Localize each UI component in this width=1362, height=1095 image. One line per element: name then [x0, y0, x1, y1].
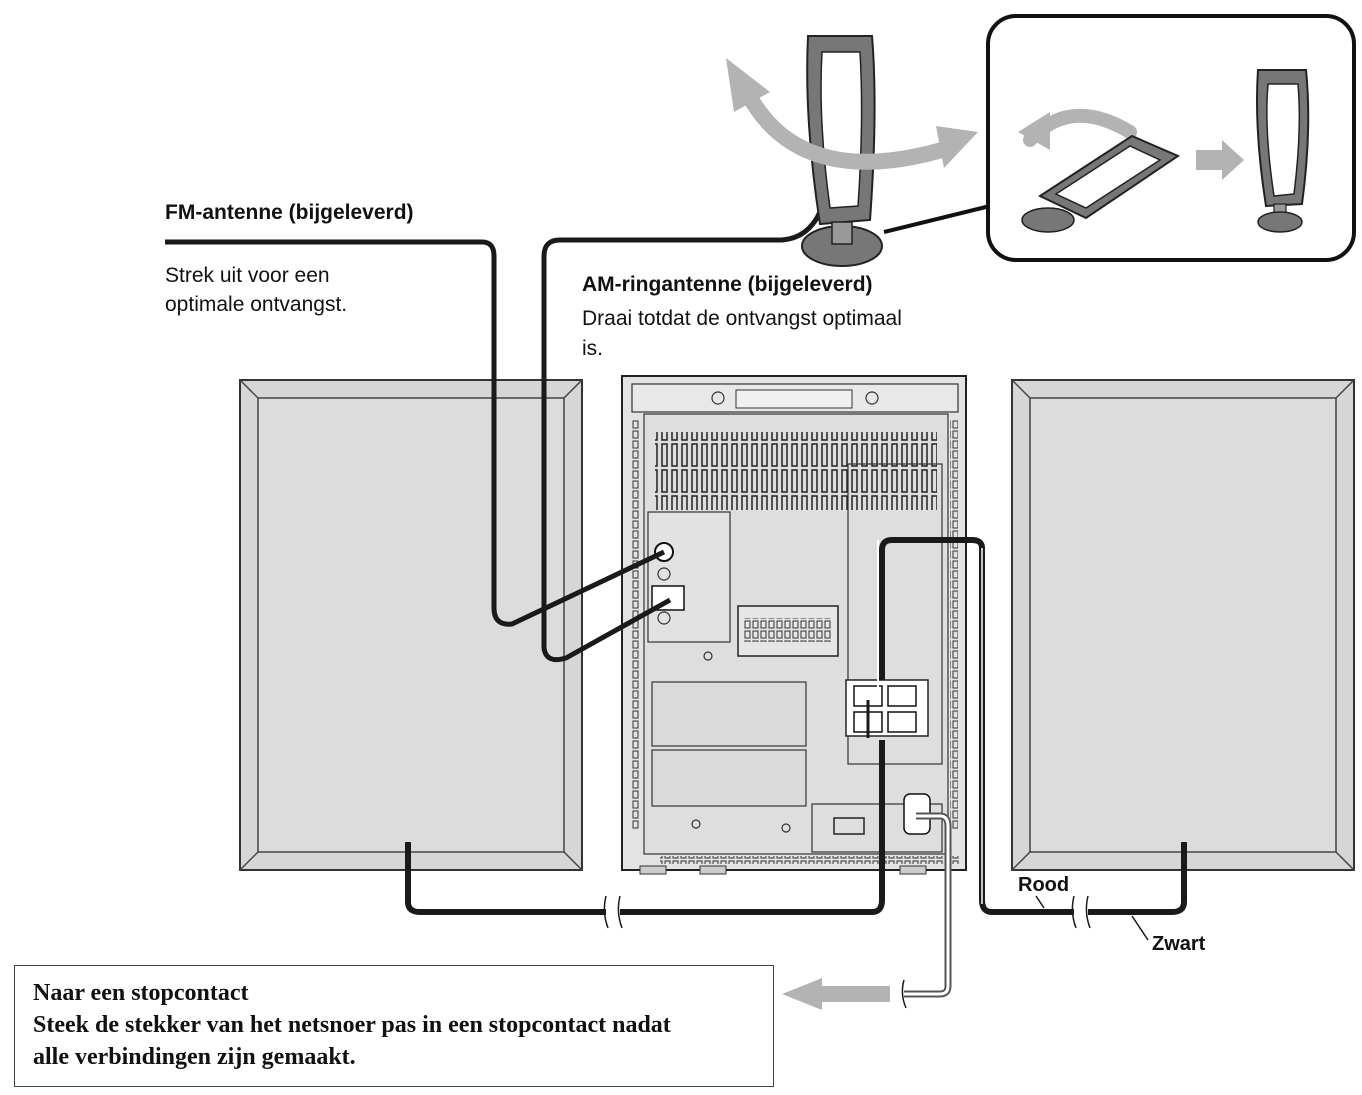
am-antenna-line2: is.	[582, 337, 603, 360]
fm-antenna-title: FM-antenne (bijgeleverd)	[165, 201, 414, 224]
power-note-line1: Steek de stekker van het netsnoer pas in…	[33, 1011, 671, 1038]
right-speaker	[1011, 379, 1355, 871]
rotate-arrow	[740, 86, 950, 170]
red-wire-label: Rood	[1018, 874, 1070, 896]
fm-antenna-line2: optimale ontvangst.	[165, 293, 348, 316]
am-antenna-wire	[541, 210, 823, 663]
main-unit-rear	[621, 375, 967, 875]
vent-grille	[655, 432, 937, 510]
power-note-title: Naar een stopcontact	[33, 980, 249, 1006]
black-wire-label: Zwart	[1152, 933, 1206, 955]
am-loop-antenna	[801, 35, 883, 267]
am-antenna-line1: Draai totdat de ontvangst optimaal	[582, 307, 902, 330]
am-antenna-title: AM-ringantenne (bijgeleverd)	[582, 273, 873, 296]
outlet-arrow	[782, 978, 890, 1010]
left-speaker	[239, 379, 583, 871]
antenna-terminal-panel	[647, 511, 731, 643]
left-speaker-wire	[405, 740, 885, 915]
fm-antenna-wire	[165, 239, 666, 627]
assembly-inset	[883, 14, 1356, 262]
am-antenna-terminal	[651, 585, 685, 611]
fm-antenna-line1: Strek uit voor een	[165, 264, 330, 287]
cable-break-right	[1071, 895, 1091, 929]
power-note-line2: alle verbindingen zijn gemaakt.	[33, 1043, 356, 1070]
cable-break-left	[603, 895, 623, 929]
power-note: Naar een stopcontact Steek de stekker va…	[14, 965, 774, 1087]
